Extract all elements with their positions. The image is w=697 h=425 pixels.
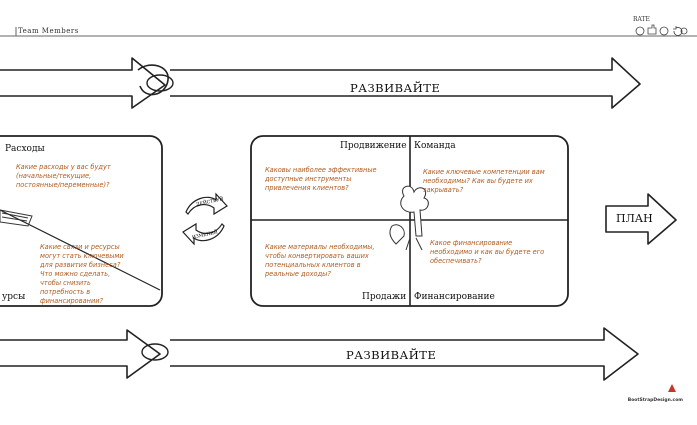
tree-figure-icon — [389, 185, 429, 251]
expenses-card — [0, 135, 163, 307]
bottom-develop-arrow — [0, 327, 639, 381]
promotion-question: Каковы наиболее эффективные доступные ин… — [265, 166, 377, 192]
financing-title: Финансирование — [414, 292, 495, 302]
team-question: Какие ключевые компетенции вам необходим… — [423, 168, 545, 194]
resources-question: Какие связи и ресурсы могут стать ключев… — [40, 243, 124, 305]
promotion-title: Продвижение — [340, 141, 407, 151]
plan-label: ПЛАН — [616, 212, 653, 225]
team-title: Команда — [414, 141, 456, 151]
expenses-question: Какие расходы у вас будут (начальные/тек… — [16, 163, 111, 189]
brand-name: BootStrapDesign.com — [627, 398, 683, 403]
expenses-title: Расходы — [5, 144, 45, 154]
bottom-arrow-label: РАЗВИВАЙТЕ — [346, 348, 437, 362]
section-title: Team Members — [18, 27, 79, 35]
plan-arrow — [605, 193, 677, 245]
bottom-arrow-ring-knot-icon — [141, 343, 169, 361]
brand-logo — [668, 384, 676, 392]
act-change-cycle-icon — [182, 192, 228, 246]
financing-question: Какое финансирование необходимо и как вы… — [430, 239, 545, 265]
refresh-icon — [673, 26, 683, 36]
circle-icon — [635, 26, 645, 36]
rate-icons — [635, 24, 688, 36]
top-arrow-ring-knot-icon — [146, 74, 174, 92]
top-develop-arrow — [0, 57, 641, 109]
resources-title: урсы — [2, 292, 26, 302]
sales-question: Какие материалы необходимы, чтобы конвер… — [265, 243, 375, 278]
smiley-icon — [659, 26, 669, 36]
gear-icon — [680, 27, 688, 35]
sales-title: Продажи — [362, 292, 407, 302]
thumbs-up-icon — [647, 24, 657, 35]
top-arrow-label: РАЗВИВАЙТЕ — [350, 81, 441, 95]
rate-label: RATE — [633, 16, 650, 23]
pencil-icon — [0, 209, 33, 227]
